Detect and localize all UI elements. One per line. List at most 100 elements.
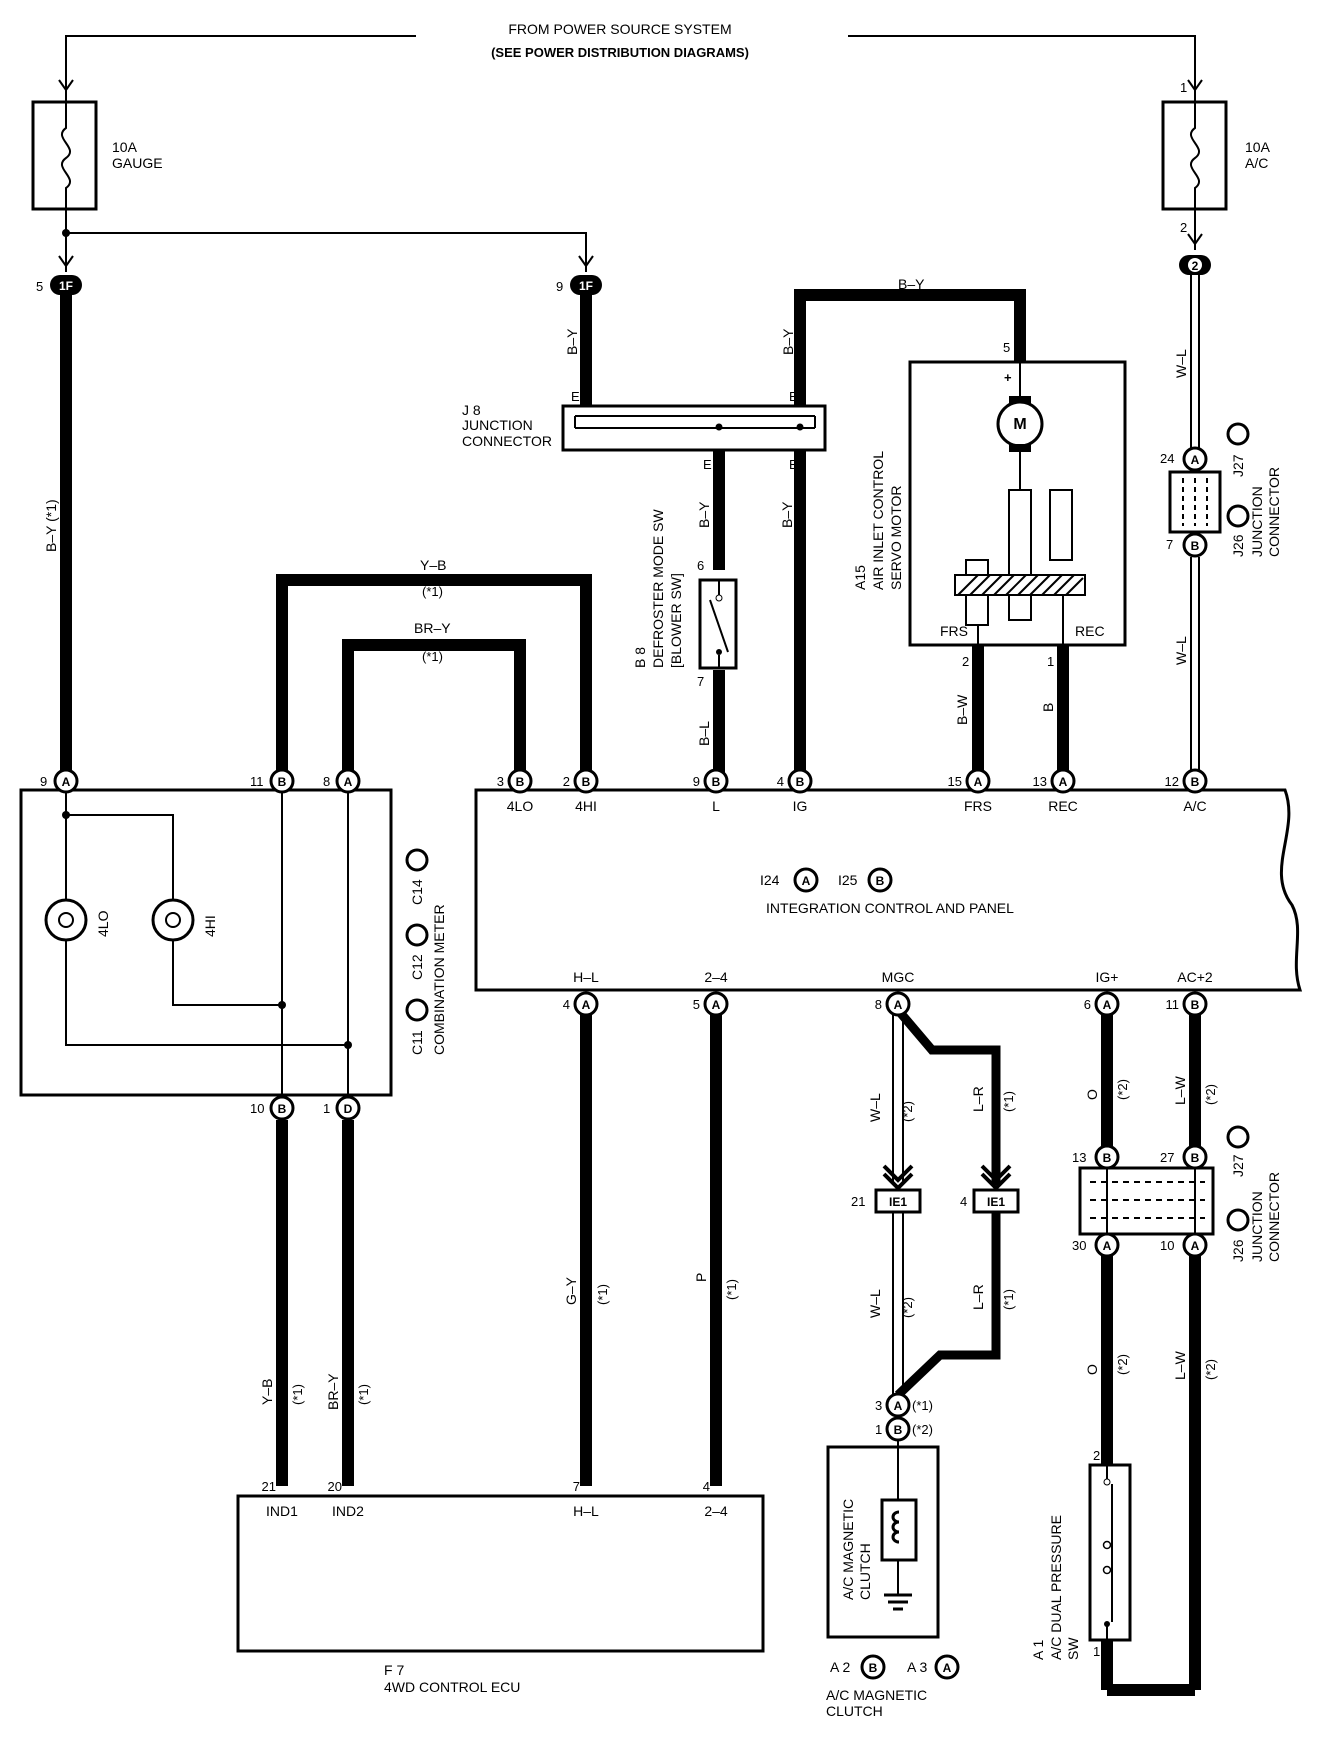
meter-pin-10-letter: B [278,1102,287,1116]
wire-label-p-note: (*1) [724,1279,739,1300]
icp-bottom-pin-2-conn: A [894,998,903,1012]
icp-bottom-pin-2-num: 8 [875,997,882,1012]
junction-connector-bottom: B B A A 13 27 30 10 J26 J27 JUNCTION CON… [1072,1125,1282,1262]
wire-label-l-r-2: L–R [970,1284,986,1310]
wire-label-br-y-note: (*1) [422,649,443,664]
a15-pin-rec: 1 [1047,654,1054,669]
a15-id: A15 [852,565,868,590]
icp-top-pin-6-num: 12 [1165,774,1179,789]
icp-top-pin-1-ring [573,768,599,794]
defroster-mode-switch: 6 7 B 8 DEFROSTER MODE SW [BLOWER SW] [632,509,738,689]
junction-top-ref-b: J27 [1230,454,1246,477]
ecu-pin-3-num: 4 [703,1479,710,1494]
icp-bottom-pin-3-label: IG+ [1096,969,1119,985]
wire-label-o-1: O [1084,1089,1100,1100]
wire-label-b-w: B–W [954,694,970,725]
icp-top-pin-1-num: 2 [563,774,570,789]
ecu-pin-3-label: 2–4 [704,1503,728,1519]
ie1-left-pin: 21 [851,1194,865,1209]
icp-top-pin-1-label: 4HI [575,798,597,814]
junction-top-ref-a: J26 [1230,534,1246,557]
meter-pin-circles: A B A B D [53,768,361,1121]
wire-label-b-y-left: B–Y (*1) [43,499,59,552]
icp-top-pin-2-num: 9 [693,774,700,789]
fuse-ac: 10A A/C 1 2 [1161,80,1271,235]
fuse-gauge-rating: 10A [112,139,138,155]
junction-bottom-letter-br: A [1191,1239,1200,1253]
combination-meter: 4LO 4HI C11 C12 C14 COMBINATION METER 9 … [19,774,447,1116]
icp-top-pin-2-label: L [712,798,720,814]
junction-bottom-pin-tl: 13 [1072,1150,1086,1165]
a15-rec: REC [1075,623,1105,639]
a15-frs: FRS [940,623,968,639]
defroster-line1: DEFROSTER MODE SW [650,509,666,668]
junction-bottom-pin-br: 10 [1160,1238,1174,1253]
junction-bottom-letter-tr: B [1191,1151,1200,1165]
wire-label-w-l-top: W–L [1173,349,1189,378]
wire-label-b-y-ig2: B–Y [779,501,795,528]
clutch-ref1: A 2 [830,1659,850,1675]
icp-top-pin-5-ring [1050,768,1076,794]
junction-top-letter-a: A [1191,453,1200,467]
junction-bottom-letter-bl: A [1103,1239,1112,1253]
meter-pin-1-letter: D [344,1102,353,1116]
fuse-ac-rating: 10A [1245,139,1271,155]
icp-bottom-pin-1-num: 5 [693,997,700,1012]
wire-label-b-y-sw: B–Y [696,501,712,528]
icp-top-pin-4-conn: A [974,775,983,789]
4wd-control-ecu: F 7 4WD CONTROL ECU [236,1494,765,1695]
icp-ref1-letter: A [802,874,811,888]
clutch-name2: CLUTCH [826,1703,883,1719]
icp-top-pin-6-ring [1182,768,1208,794]
defroster-line2: [BLOWER SW] [668,573,684,668]
junction-bottom-pin-bl: 30 [1072,1238,1086,1253]
wire-label-b-y-top: B–Y [898,276,925,292]
fuse-ac-name: A/C [1245,155,1268,171]
icp-top-pin-3-label: IG [793,798,808,814]
icp-bottom-pin-4-ring [1182,991,1208,1017]
junction-top-pin-bottom: 7 [1166,537,1173,552]
wire-label-b-y-1f: B–Y [564,328,580,355]
meter-pin-11-letter: B [278,775,287,789]
icp-bottom-pin-4-label: AC+2 [1177,969,1213,985]
a15-line1: AIR INLET CONTROL [870,451,886,590]
wire-label-y-b-note: (*1) [422,584,443,599]
icp-top-pin-2-conn: B [712,775,721,789]
icp-bottom-pin-3-ring [1094,991,1120,1017]
ie1-chevrons [882,1164,1012,1191]
icp-top-pin-0-ring [507,768,533,794]
icp-top-pin-0-label: 4LO [507,798,534,814]
icp-bottom-pin-1-label: 2–4 [704,969,728,985]
clutch-ref2-letter: A [943,1661,952,1675]
icp-bottom-pin-0-conn: A [582,998,591,1012]
meter-pin-9: 9 [40,774,47,789]
wire-label-b-l: B–L [696,721,712,746]
meter-pin-1: 1 [323,1101,330,1116]
clutch-inner1: A/C MAGNETIC [840,1499,856,1600]
j8-pin-2: E [789,389,798,404]
connector-1f-right-pin: 9 [556,279,563,294]
icp-name: INTEGRATION CONTROL AND PANEL [766,900,1014,916]
wire-label-y-b-2-note: (*1) [290,1384,305,1405]
ie1-connector-right: IE1 4 [960,1188,1020,1214]
j8-name2: CONNECTOR [462,433,552,449]
wire-label-b: B [1040,703,1056,712]
wire-label-br-y-2: BR–Y [325,1373,341,1410]
ac-dual-pressure-switch: 2 1 A 1 A/C DUAL PRESSURE SW [1030,1448,1132,1660]
a15-pin-plus: 5 [1003,340,1010,355]
wire-label-y-b-2: Y–B [259,1379,275,1405]
clutch-pin-b: 1 [875,1422,882,1437]
junction-bottom-pin-tr: 27 [1160,1150,1174,1165]
icp-ref2: I25 [838,872,858,888]
clutch-note-a: (*1) [912,1398,933,1413]
icp-top-pin-3-conn: B [796,775,805,789]
dual-sw-pin-bottom: 1 [1093,1644,1100,1659]
icp-bottom-pin-4-conn: B [1191,998,1200,1012]
wire-label-l-r-2-note: (*1) [1001,1289,1016,1310]
fuse-ac-pin-in: 1 [1180,80,1187,95]
icp-top-pin-5-label: REC [1048,798,1078,814]
junction-bottom-letter-tl: B [1103,1151,1112,1165]
ie1-right-pin: 4 [960,1194,967,1209]
